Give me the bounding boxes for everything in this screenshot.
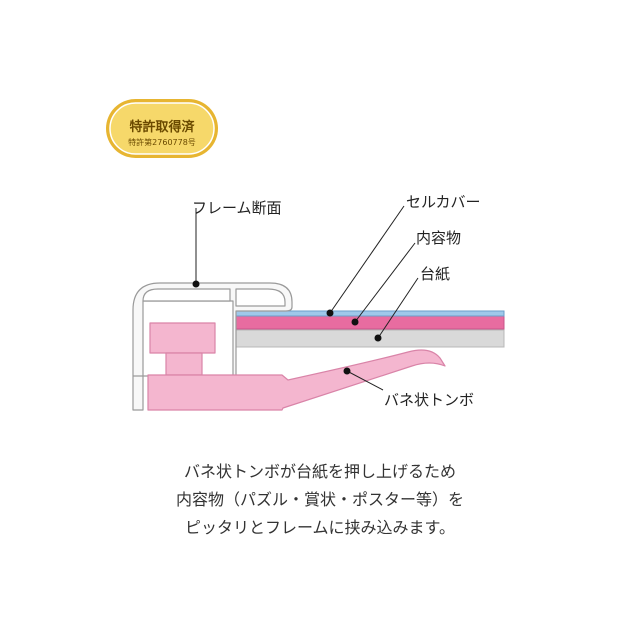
leader-lines — [195, 205, 419, 391]
badge-title: 特許取得済 — [129, 119, 195, 135]
contents-layer — [235, 315, 505, 330]
cell-cover-layer — [235, 310, 505, 317]
label-backing: 台紙 — [420, 265, 450, 283]
caption-line-2: 内容物（パズル・賞状・ポスター等）を — [175, 490, 464, 509]
label-spring-clip: バネ状トンボ — [384, 391, 474, 409]
patent-badge: 特許取得済 特許第2760778号 — [106, 99, 218, 158]
caption-line-3: ピッタリとフレームに挟み込みます。 — [185, 518, 455, 537]
label-cell-cover: セルカバー — [406, 193, 481, 211]
label-frame-section: フレーム断面 — [192, 199, 282, 217]
description-caption: バネ状トンボが台紙を押し上げるため 内容物（パズル・賞状・ポスター等）を ピッタ… — [0, 458, 640, 542]
spring-clip — [147, 322, 446, 411]
caption-line-1: バネ状トンボが台紙を押し上げるため — [183, 462, 456, 481]
leader-dots — [192, 280, 382, 375]
badge-patent-number: 特許第2760778号 — [128, 137, 196, 147]
label-contents: 内容物 — [416, 229, 461, 247]
backing-board — [235, 329, 505, 348]
